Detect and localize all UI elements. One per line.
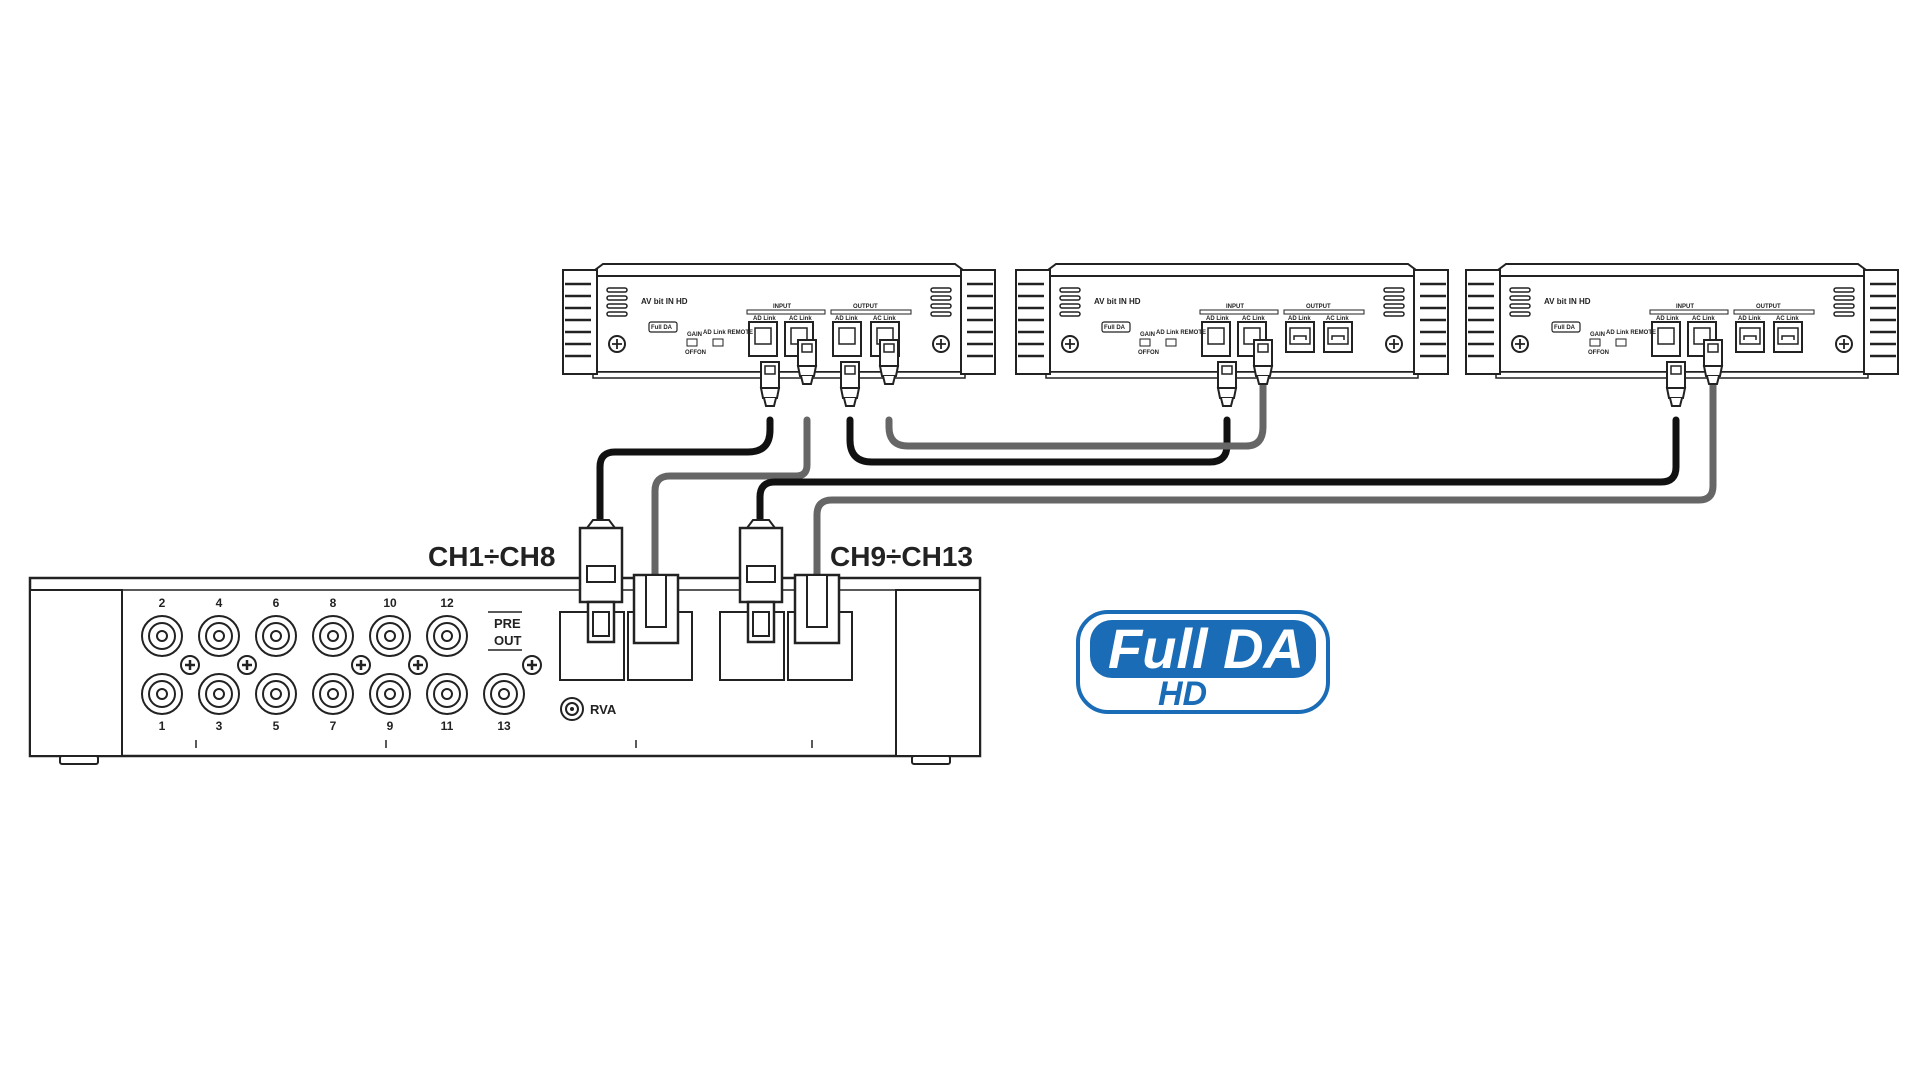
- amp-gain-label: GAIN: [687, 332, 702, 338]
- amp-input-header: INPUT: [773, 304, 791, 310]
- ch-label-6: 6: [273, 596, 280, 610]
- ch-label-13: 13: [497, 719, 511, 733]
- amp-input-header: INPUT: [1226, 304, 1244, 310]
- amp-model-label: AV bit IN HD: [1094, 297, 1141, 306]
- ch-label-9: 9: [387, 719, 394, 733]
- amp-out-ac-link-label: AC Link: [1776, 316, 1799, 322]
- amp-out-ac-link-label: AC Link: [1326, 316, 1349, 322]
- amplifier-3: AV bit IN HD INPUT OUTPUT AD Link AC Lin…: [1464, 262, 1900, 380]
- amp-ac-link-label: AC Link: [789, 316, 812, 322]
- amp-off-label: OFF: [1138, 350, 1150, 356]
- amp-remote-label: AD Link REMOTE: [1156, 330, 1206, 336]
- ch-label-4: 4: [216, 596, 223, 610]
- amp-output-header: OUTPUT: [853, 304, 878, 310]
- logo-sub-text: HD: [1158, 675, 1207, 713]
- amp-off-label: OFF: [685, 350, 697, 356]
- amp-out-ac-link-label: AC Link: [873, 316, 896, 322]
- rva-label: RVA: [590, 702, 617, 717]
- ch-label-12: 12: [440, 596, 454, 610]
- amp-badge: Full DA: [1554, 325, 1576, 331]
- ch-label-5: 5: [273, 719, 280, 733]
- amp-ad-link-label: AD Link: [753, 316, 776, 322]
- ch-label-10: 10: [383, 596, 397, 610]
- amp-output-header: OUTPUT: [1306, 304, 1331, 310]
- amp-ac-link-label: AC Link: [1692, 316, 1715, 322]
- amp-out-ad-link-label: AD Link: [835, 316, 858, 322]
- amp-badge: Full DA: [651, 325, 673, 331]
- ch-label-1: 1: [159, 719, 166, 733]
- amp-off-label: OFF: [1588, 350, 1600, 356]
- ch-label-8: 8: [330, 596, 337, 610]
- pre-out-label-1: PRE: [494, 616, 521, 631]
- amp-out-ad-link-label: AD Link: [1288, 316, 1311, 322]
- amp-ad-link-label: AD Link: [1206, 316, 1229, 322]
- amp-model-label: AV bit IN HD: [1544, 297, 1591, 306]
- amp-output-header: OUTPUT: [1756, 304, 1781, 310]
- pre-out-label-2: OUT: [494, 633, 522, 648]
- ch-label-11: 11: [441, 719, 454, 733]
- group-label-ch1-ch8: CH1÷CH8: [428, 541, 555, 572]
- ch-label-7: 7: [330, 719, 337, 733]
- ch-label-3: 3: [216, 719, 223, 733]
- group-label-ch9-ch13: CH9÷CH13: [830, 541, 973, 572]
- rca-top-row: [141, 615, 468, 657]
- amp-on-label: ON: [1150, 350, 1159, 356]
- processor-plugs: [578, 519, 841, 645]
- amp-gain-label: GAIN: [1140, 332, 1155, 338]
- full-da-hd-logo: Full DA HD: [1076, 610, 1330, 714]
- amp-on-label: ON: [697, 350, 706, 356]
- amp-remote-label: AD Link REMOTE: [1606, 330, 1656, 336]
- amp-remote-label: AD Link REMOTE: [703, 330, 753, 336]
- ch-label-2: 2: [159, 596, 166, 610]
- amp-on-label: ON: [1600, 350, 1609, 356]
- amp-gain-label: GAIN: [1590, 332, 1605, 338]
- amp-input-header: INPUT: [1676, 304, 1694, 310]
- amplifier-1: AV bit IN HD INPUT OUTPUT AD Link AC Lin…: [561, 262, 997, 380]
- rca-bottom-row: [141, 673, 525, 715]
- amplifier-2: AV bit IN HD INPUT OUTPUT AD Link AC Lin…: [1014, 262, 1450, 380]
- amp-badge: Full DA: [1104, 325, 1126, 331]
- amp-ad-link-label: AD Link: [1656, 316, 1679, 322]
- amp-out-ad-link-label: AD Link: [1738, 316, 1761, 322]
- amp-model-label: AV bit IN HD: [641, 297, 688, 306]
- logo-main-text: Full DA: [1108, 617, 1304, 680]
- amp-ac-link-label: AC Link: [1242, 316, 1265, 322]
